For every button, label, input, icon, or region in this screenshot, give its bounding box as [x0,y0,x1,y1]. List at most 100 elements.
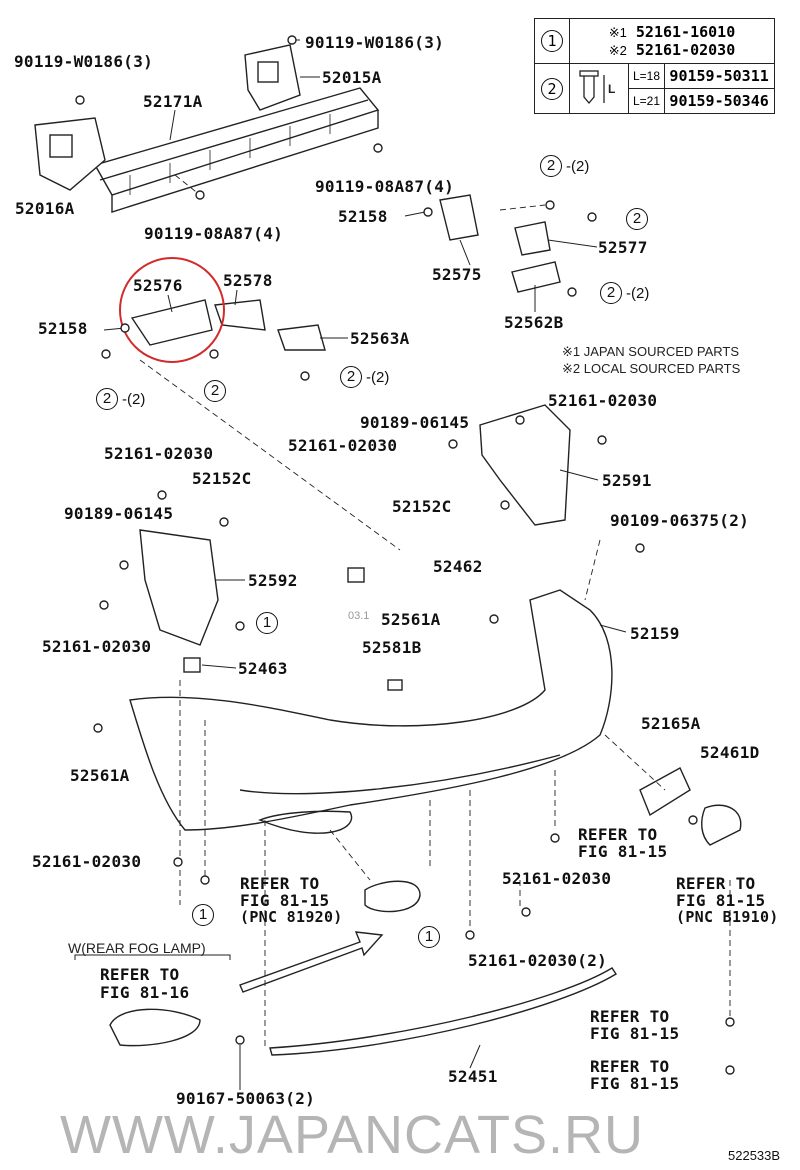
guide-lines [139,174,731,1050]
callout-2[interactable]: 2-(2) [96,388,145,410]
callout-1[interactable]: 1 [192,904,214,926]
part-number-label[interactable]: 52561A [381,610,441,629]
part-number-label[interactable]: 52161-02030 [548,391,658,410]
callout-2[interactable]: 2 [204,380,226,402]
part-number-label[interactable]: 52161-02030(2) [468,951,608,970]
part-number-label[interactable]: 52591 [602,471,652,490]
part-number-label[interactable]: 52576 [133,276,183,295]
reference-label[interactable]: (PNC B1910) [676,908,779,926]
callout-2[interactable]: 2-(2) [340,366,389,388]
part-number-label[interactable]: 52161-02030 [502,869,612,888]
part-number-label[interactable]: 90119-W0186(3) [14,52,154,71]
part-number-label[interactable]: 52578 [223,271,273,290]
retainer-52576 [130,299,213,346]
reference-label[interactable]: REFER TO [676,874,756,893]
key-marker-1: 1 [534,18,570,64]
retainer-52578 [214,299,266,331]
date-stamp: 03.1 [348,610,370,622]
part-number-label[interactable]: 52161-02030 [288,436,398,455]
reference-label[interactable]: REFER TO [590,1007,670,1026]
callout-2[interactable]: 2-(2) [600,282,649,304]
reference-label[interactable]: REFER TO [100,965,180,984]
key-part-l18: 90159-50311 [664,63,775,89]
part-number-label[interactable]: 52577 [598,238,648,257]
part-number-label[interactable]: 90189-06145 [64,504,174,523]
part-number-label[interactable]: 52451 [448,1067,498,1086]
reference-label[interactable]: REFER TO [240,874,320,893]
part-number-label[interactable]: 52016A [15,199,75,218]
callout-number: 2 [204,380,226,402]
callout-number: 2 [600,282,622,304]
bracket-52016A [34,117,106,191]
part-number-label[interactable]: 90189-06145 [360,413,470,432]
callout-1[interactable]: 1 [256,612,278,634]
note-japan-sourced: ※1 JAPAN SOURCED PARTS [562,344,740,359]
part-number-label[interactable]: 52463 [238,659,288,678]
figure-id: 522533B [728,1148,781,1163]
highlight-circle [119,257,225,363]
reference-label[interactable]: FIG 81-15 [590,1024,680,1043]
reference-label[interactable]: REFER TO [590,1057,670,1076]
key-row-1: ※1 52161-16010 ※2 52161-02030 [569,18,775,64]
part-key-table: 1 ※1 52161-16010 ※2 52161-02030 2 L L=18… [534,18,775,114]
part-number-label[interactable]: 52161-02030 [32,852,142,871]
part-number-label[interactable]: 52159 [630,624,680,643]
watermark: WWW.JAPANCATS.RU [60,1105,644,1165]
part-number-label[interactable]: 90119-08A87(4) [315,177,455,196]
callout-1[interactable]: 1 [418,926,440,948]
reference-label[interactable]: FIG 81-15 [590,1074,680,1093]
reference-label[interactable]: FIG 81-15 [578,842,668,861]
svg-text:L: L [608,82,615,96]
callout-quantity: -(2) [566,157,590,175]
part-number-label[interactable]: 52562B [504,313,564,332]
part-number-label[interactable]: 90119-08A87(4) [144,224,284,243]
reference-label[interactable]: FIG 81-15 [240,891,330,910]
part-number-label[interactable]: 52165A [641,714,701,733]
part-number-label[interactable]: 52152C [392,497,452,516]
front-arrow [239,931,384,993]
callout-number: 2 [626,208,648,230]
pad-52463 [183,657,201,673]
part-number-label[interactable]: 52015A [322,68,382,87]
local-mark: ※2 [608,43,627,58]
part-number-label[interactable]: 52462 [433,557,483,576]
fog-lamp [109,1008,201,1047]
part-number-label[interactable]: 52461D [700,743,760,762]
retainer-52562B [511,261,561,293]
part-number-label[interactable]: 52563A [350,329,410,348]
side-retainer-52592 [139,529,219,646]
part-number-label[interactable]: 90167-50063(2) [176,1089,316,1108]
part-number-label[interactable]: 52581B [362,638,422,657]
callout-quantity: -(2) [366,368,390,386]
part-number-label[interactable]: 52161-02030 [104,444,214,463]
callout-number: 2 [340,366,362,388]
fog-lamp-group-label: W(REAR FOG LAMP) [68,940,206,956]
reference-label[interactable]: REFER TO [578,825,658,844]
note-local-sourced: ※2 LOCAL SOURCED PARTS [562,361,741,376]
part-number-label[interactable]: 90109-06375(2) [610,511,750,530]
part-number-label[interactable]: 52561A [70,766,130,785]
reflector-right [701,804,742,846]
part-number-label[interactable]: 90119-W0186(3) [305,33,445,52]
key-marker-2: 2 [534,63,570,114]
callout-2[interactable]: 2-(2) [540,155,589,177]
strip-52451 [269,967,617,1056]
part-number-label[interactable]: 52161-02030 [42,637,152,656]
callout-2[interactable]: 2 [626,208,648,230]
part-number-label[interactable]: 52158 [338,207,388,226]
part-number-label[interactable]: 52575 [432,265,482,284]
reflector-left [364,880,421,913]
callout-number: 1 [418,926,440,948]
retainer-52577 [514,221,551,256]
reference-label[interactable]: (PNC 81920) [240,908,343,926]
fasteners [75,35,735,1075]
part-number-label[interactable]: 52152C [192,469,252,488]
side-retainer-52591 [479,404,571,526]
part-number-label[interactable]: 52592 [248,571,298,590]
reference-label[interactable]: FIG 81-15 [676,891,766,910]
part-number-label[interactable]: 52158 [38,319,88,338]
length-21: L=21 [627,88,666,114]
part-number-label[interactable]: 52171A [143,92,203,111]
reference-label[interactable]: FIG 81-16 [100,983,190,1002]
